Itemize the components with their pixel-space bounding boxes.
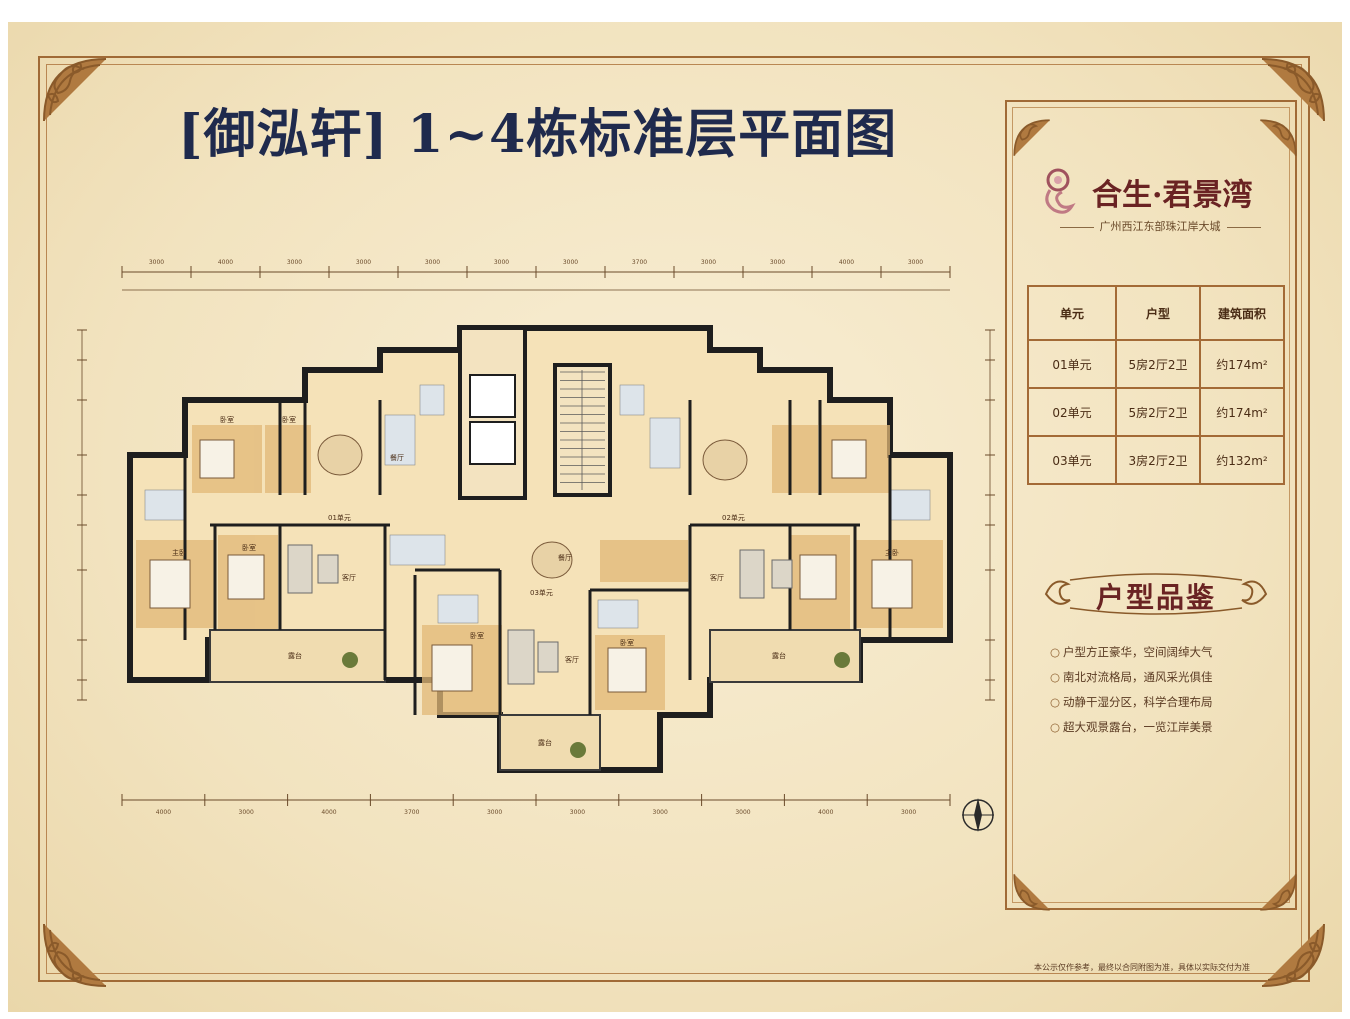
brand-block: 合生·君景湾 广州西江东部珠江岸大城 xyxy=(1040,160,1280,240)
floor-plan-drawing: 3000 4000 3000 3000 3000 3000 3000 3700 3000 3000… xyxy=(77,259,995,816)
features-heading-text: 户型品鉴 xyxy=(1095,581,1216,614)
panel-ornament-bottom-right xyxy=(1258,872,1298,912)
top-dimension-label: 3000 xyxy=(356,259,371,266)
panel-ornament-top-right xyxy=(1258,118,1298,158)
bottom-dimension-label: 3000 xyxy=(901,809,916,816)
header-unit: 单元 xyxy=(1027,285,1117,341)
unit-label-01: 01单元 xyxy=(328,513,351,522)
panel-ornament-top-left xyxy=(1012,118,1052,158)
unit-cell: 01单元 xyxy=(1027,339,1117,389)
scroll-ornament-icon xyxy=(1044,573,1268,615)
room-label: 露台 xyxy=(772,651,786,660)
top-dimension-label: 3000 xyxy=(494,259,509,266)
corner-ornament-top-right xyxy=(1258,55,1328,125)
bottom-dimension-label: 3000 xyxy=(570,809,585,816)
bottom-dimension-label: 4000 xyxy=(321,809,336,816)
unit-cell: 03单元 xyxy=(1027,435,1117,485)
room-label: 卧室 xyxy=(220,415,234,424)
bottom-dimension-label: 3000 xyxy=(735,809,750,816)
bottom-dimension-label: 4000 xyxy=(156,809,171,816)
room-label: 主卧 xyxy=(885,548,899,557)
outer-frame xyxy=(38,56,1310,982)
corner-ornament-top-left xyxy=(40,55,110,125)
table-row: 03单元 3房2厅2卫 约132m² xyxy=(1027,435,1285,485)
room-label: 卧室 xyxy=(242,543,256,552)
brand-subtitle: 广州西江东部珠江岸大城 xyxy=(1040,218,1280,234)
bottom-dimension-label: 3000 xyxy=(653,809,668,816)
room-label: 主卧 xyxy=(172,548,186,557)
area-cell: 约174m² xyxy=(1199,339,1285,389)
list-item: ○动静干湿分区，科学合理布局 xyxy=(1050,695,1213,709)
unit-table-header: 单元 户型 建筑面积 xyxy=(1027,285,1285,341)
header-area: 建筑面积 xyxy=(1199,285,1285,341)
room-label: 露台 xyxy=(538,738,552,747)
top-dimension-label: 3000 xyxy=(701,259,716,266)
room-label: 卧室 xyxy=(282,415,296,424)
top-dimension-label: 3700 xyxy=(632,259,647,266)
unit-label-02: 02单元 xyxy=(722,513,745,522)
room-label: 餐厅 xyxy=(390,453,404,462)
layout-cell: 5房2厅2卫 xyxy=(1115,387,1201,437)
brand-logo-icon xyxy=(1045,168,1076,214)
area-cell: 约132m² xyxy=(1199,435,1285,485)
bullet-icon: ○ xyxy=(1050,645,1061,659)
top-dimension-label: 3000 xyxy=(770,259,785,266)
layout-cell: 3房2厅2卫 xyxy=(1115,435,1201,485)
info-panel xyxy=(1005,100,1297,910)
north-arrow-icon xyxy=(962,798,994,832)
bottom-dimension-label: 4000 xyxy=(818,809,833,816)
top-dimension-label: 3000 xyxy=(149,259,164,266)
top-dimension-label: 3000 xyxy=(287,259,302,266)
unit-table: 单元 户型 建筑面积 01单元 5房2厅2卫 约174m² 02单元 5房2厅2… xyxy=(1027,285,1285,485)
list-item: ○南北对流格局，通风采光俱佳 xyxy=(1050,670,1213,684)
top-dimension-label: 3000 xyxy=(425,259,440,266)
panel-ornament-bottom-left xyxy=(1012,872,1052,912)
room-label: 客厅 xyxy=(710,573,724,582)
table-row: 01单元 5房2厅2卫 约174m² xyxy=(1027,339,1285,389)
bullet-icon: ○ xyxy=(1050,720,1061,734)
area-cell: 约174m² xyxy=(1199,387,1285,437)
top-dimension-label: 3000 xyxy=(908,259,923,266)
bottom-dimension-label: 3000 xyxy=(487,809,502,816)
header-layout: 户型 xyxy=(1115,285,1201,341)
corner-ornament-bottom-right xyxy=(1258,920,1328,990)
unit-cell: 02单元 xyxy=(1027,387,1117,437)
page-title: [御泓轩] 1~4栋标准层平面图 xyxy=(178,104,898,165)
top-dimension-label: 4000 xyxy=(839,259,854,266)
list-item: ○超大观景露台，一览江岸美景 xyxy=(1050,720,1213,734)
list-item: ○户型方正豪华，空间阔绰大气 xyxy=(1050,645,1213,659)
feature-list: ○户型方正豪华，空间阔绰大气 ○南北对流格局，通风采光俱佳 ○动静干湿分区，科学… xyxy=(1050,640,1270,740)
corner-ornament-bottom-left xyxy=(40,920,110,990)
bullet-icon: ○ xyxy=(1050,695,1061,709)
inner-frame xyxy=(46,64,1302,974)
bottom-dimension-label: 3700 xyxy=(404,809,419,816)
top-dimension-label: 3000 xyxy=(563,259,578,266)
bullet-icon: ○ xyxy=(1050,670,1061,684)
room-label: 卧室 xyxy=(470,631,484,640)
unit-label-03: 03单元 xyxy=(530,588,553,597)
layout-cell: 5房2厅2卫 xyxy=(1115,339,1201,389)
features-heading: 户型品鉴 xyxy=(1040,568,1272,620)
bottom-dimension-label: 3000 xyxy=(239,809,254,816)
top-dimension-label: 4000 xyxy=(218,259,233,266)
footnote: 本公示仅作参考，最终以合同附图为准，具体以实际交付为准 xyxy=(1034,963,1250,972)
room-label: 客厅 xyxy=(342,573,356,582)
room-label: 卧室 xyxy=(620,638,634,647)
brand-name: 合生·君景湾 xyxy=(1092,178,1253,213)
room-label: 露台 xyxy=(288,651,302,660)
room-label: 餐厅 xyxy=(558,553,572,562)
floor-plan: 3000 4000 3000 3000 3000 3000 3000 3700 3000 3000… xyxy=(60,250,1010,840)
room-label: 客厅 xyxy=(565,655,579,664)
table-row: 02单元 5房2厅2卫 约174m² xyxy=(1027,387,1285,437)
